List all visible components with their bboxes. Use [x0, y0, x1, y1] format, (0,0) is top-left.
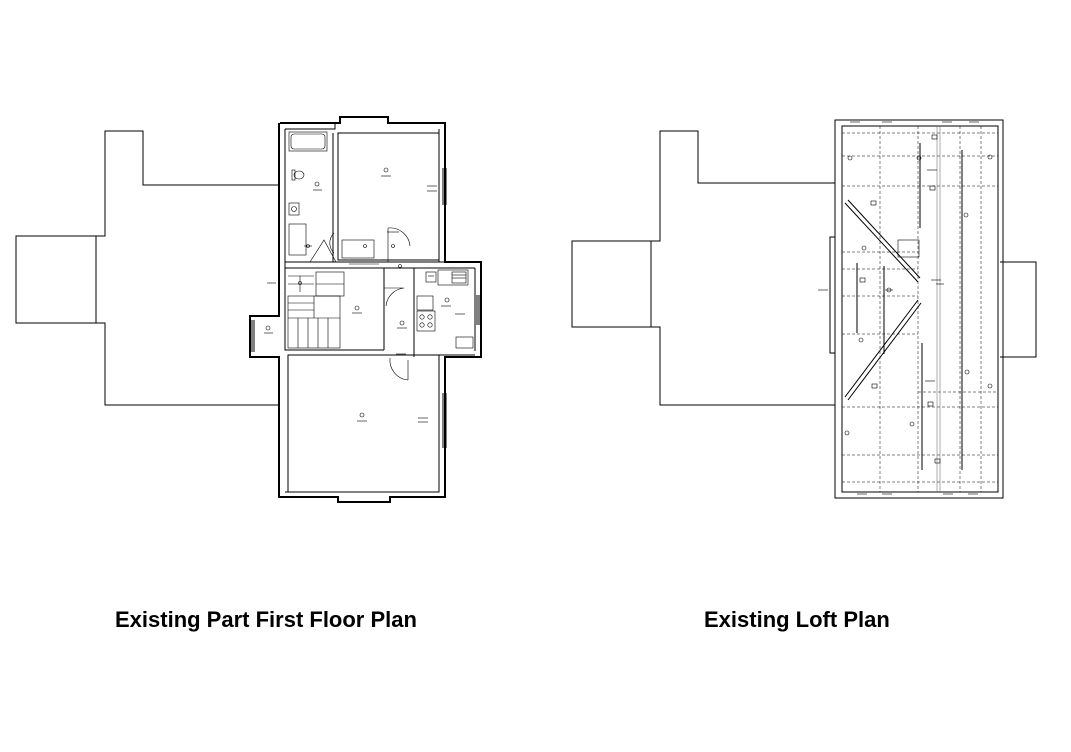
- loft-annotation-marks: [818, 169, 944, 382]
- basin-icon: [288, 202, 300, 216]
- toilet-icon: [293, 170, 305, 180]
- first-floor-annotation-marks: [264, 175, 465, 423]
- first-floor-internal-walls: [285, 132, 475, 493]
- loft-outer-outline: [834, 119, 1004, 499]
- loft-fitting-symbols: [844, 134, 993, 464]
- neighbour-outline-right: [571, 130, 1037, 406]
- loft-hatch-icon: [341, 239, 375, 259]
- first-floor-plan-title: Existing Part First Floor Plan: [115, 607, 417, 632]
- landing-fittings: [309, 239, 376, 263]
- staircase: [287, 271, 345, 349]
- first-floor-doors: [329, 227, 411, 381]
- light-fitting-symbols: [265, 167, 450, 418]
- loft-plan-title: Existing Loft Plan: [704, 607, 890, 632]
- cupboard-icon: [288, 223, 307, 256]
- kitchen-units: [416, 269, 474, 349]
- first-floor-windows: [251, 168, 480, 448]
- loft-hatch-icon: [897, 239, 920, 258]
- bathroom-fittings: [288, 131, 328, 256]
- sink-icon: [451, 271, 467, 284]
- bath-icon: [288, 131, 328, 152]
- loft-eaves-marks: [850, 121, 979, 495]
- loft-plan: [571, 119, 1037, 499]
- loft-roof-structure: [842, 126, 998, 492]
- hob-icon: [416, 310, 436, 332]
- first-floor-plan: [15, 116, 482, 503]
- loft-hip-lines: [844, 199, 922, 401]
- loft-purlins: [897, 143, 963, 470]
- neighbour-outline-left: [15, 130, 280, 406]
